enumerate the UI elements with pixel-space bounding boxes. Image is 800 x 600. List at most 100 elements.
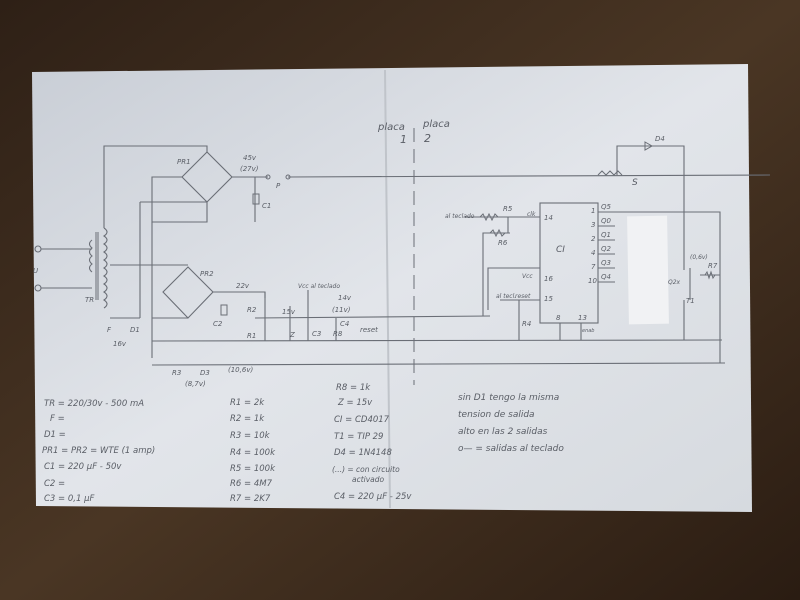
label-45v: 45v xyxy=(243,154,257,162)
bom-r8: R8 = 1k xyxy=(336,383,371,393)
note-line-3: alto en las 2 salidas xyxy=(458,427,548,437)
note-line-4: o— = salidas al teclado xyxy=(458,444,564,454)
ic-cd4017 xyxy=(539,202,599,324)
bom-c3: C3 = 0,1 µF xyxy=(44,494,94,504)
design-notes: sin D1 tengo la misma tension de salida … xyxy=(458,393,564,454)
bom-note-activado-2: activado xyxy=(352,475,385,484)
label-q2x: Q2x xyxy=(668,279,681,286)
bom-r4: R4 = 100k xyxy=(230,448,276,458)
pin-7: 7 xyxy=(591,263,596,271)
placa-1-number: 1 xyxy=(400,133,407,146)
resistor-r6 xyxy=(489,228,506,238)
paper-sticker xyxy=(627,215,669,325)
bom-c4: C4 = 220 µF - 25v xyxy=(334,492,412,502)
label-c2: C2 xyxy=(213,320,223,328)
pin-10: 10 xyxy=(588,277,597,285)
label-vcc-teclado: Vcc al teclado xyxy=(298,283,340,290)
output-q0: Q0 xyxy=(601,217,612,225)
label-r7: R7 xyxy=(708,262,718,270)
bom-z: Z = 15v xyxy=(337,398,373,408)
label-tr: TR xyxy=(85,296,94,304)
bom-r3: R3 = 10k xyxy=(230,431,271,441)
label-clk: clk xyxy=(527,211,536,218)
board-divider: placa 1 placa 2 xyxy=(377,119,450,385)
label-enable: enab xyxy=(582,328,594,334)
bom-r1: R1 = 2k xyxy=(230,398,265,408)
label-15v: 15v xyxy=(282,308,296,316)
capacitor-c2 xyxy=(220,304,228,316)
label-16v: 16v xyxy=(113,340,127,348)
label-r6: R6 xyxy=(498,239,508,247)
label-r4: R4 xyxy=(522,320,531,328)
label-8-7v: (8,7v) xyxy=(185,380,206,388)
label-al-teclado: al teclado xyxy=(445,213,475,220)
resistor-r5 xyxy=(479,212,499,222)
label-al-tecl: al tecl. xyxy=(496,293,516,300)
circuit-wiring xyxy=(103,145,771,366)
bom-d4: D4 = 1N4148 xyxy=(334,448,392,458)
placa-1-label: placa xyxy=(377,122,405,133)
output-q3: Q3 xyxy=(601,259,611,267)
label-r8: R8 xyxy=(333,330,343,338)
output-q5: Q5 xyxy=(601,203,612,211)
label-r2: R2 xyxy=(247,306,257,314)
label-pr2: PR2 xyxy=(200,270,214,278)
schematic-labels: PR1 45v (27v) P C1 U TR F D1 16v PR2 22v… xyxy=(33,135,718,388)
bom-c1: C1 = 220 µF - 50v xyxy=(44,462,122,472)
placa-2-label: placa xyxy=(422,119,450,130)
label-22v: 22v xyxy=(236,282,250,290)
label-r5: R5 xyxy=(503,205,513,213)
bom-note-activado-1: (...) = con circuito xyxy=(332,465,400,474)
output-q2: Q2 xyxy=(601,245,612,253)
label-ci: CI xyxy=(556,245,565,255)
pin-15: 15 xyxy=(544,295,553,303)
label-pr1: PR1 xyxy=(177,158,191,166)
output-q1: Q1 xyxy=(601,231,611,239)
label-reset: reset xyxy=(360,326,378,334)
resistor-r7 xyxy=(704,270,716,280)
output-q4: Q4 xyxy=(601,273,611,281)
label-vcc: Vcc xyxy=(522,273,533,280)
label-d3: D3 xyxy=(200,369,210,377)
note-line-1: sin D1 tengo la misma xyxy=(458,393,559,403)
label-27v: (27v) xyxy=(240,165,259,173)
label-d4: D4 xyxy=(655,135,665,143)
label-r1: R1 xyxy=(247,332,256,340)
bom-tr: TR = 220/30v - 500 mA xyxy=(44,399,144,409)
bom-c2: C2 = xyxy=(44,479,65,489)
bridge-rectifier-pr2 xyxy=(162,266,214,319)
label-d1: D1 xyxy=(130,326,140,334)
pin-13: 13 xyxy=(578,314,587,322)
paper-fold xyxy=(384,69,391,509)
bom-r7: R7 = 2K7 xyxy=(230,494,271,504)
label-z: Z xyxy=(289,331,295,339)
component-list-3: R8 = 1k Z = 15v CI = CD4017 T1 = TIP 29 … xyxy=(332,383,412,502)
switch-p-contact xyxy=(285,174,291,180)
capacitor-c1 xyxy=(252,193,260,205)
component-list-2: R1 = 2k R2 = 1k R3 = 10k R4 = 100k R5 = … xyxy=(230,398,276,504)
bom-r2: R2 = 1k xyxy=(230,414,265,424)
label-14v: 14v xyxy=(338,294,352,302)
diode-d4-icon xyxy=(644,141,654,151)
coil-s xyxy=(597,170,623,176)
bom-pr: PR1 = PR2 = WTE (1 amp) xyxy=(42,446,155,456)
label-10-6v: (10,6v) xyxy=(228,366,253,374)
ic-output-lines xyxy=(598,211,615,283)
note-line-2: tension de salida xyxy=(458,410,535,420)
placa-2-number: 2 xyxy=(424,132,431,145)
pin-1: 1 xyxy=(591,207,595,215)
pin-3: 3 xyxy=(591,221,595,229)
label-0-6v: (0,6v) xyxy=(690,254,708,261)
label-11v: (11v) xyxy=(332,306,351,314)
pin-8: 8 xyxy=(556,314,561,322)
bom-r6: R6 = 4M7 xyxy=(230,479,273,489)
pin-4: 4 xyxy=(591,249,595,257)
bom-r5: R5 = 100k xyxy=(230,464,276,474)
label-u: U xyxy=(33,267,38,275)
pin-16: 16 xyxy=(544,275,553,283)
component-list-1: TR = 220/30v - 500 mA F = D1 = PR1 = PR2… xyxy=(42,399,155,504)
label-c3: C3 xyxy=(312,330,321,338)
label-t1: T1 xyxy=(686,297,695,305)
switch-p xyxy=(265,174,271,180)
